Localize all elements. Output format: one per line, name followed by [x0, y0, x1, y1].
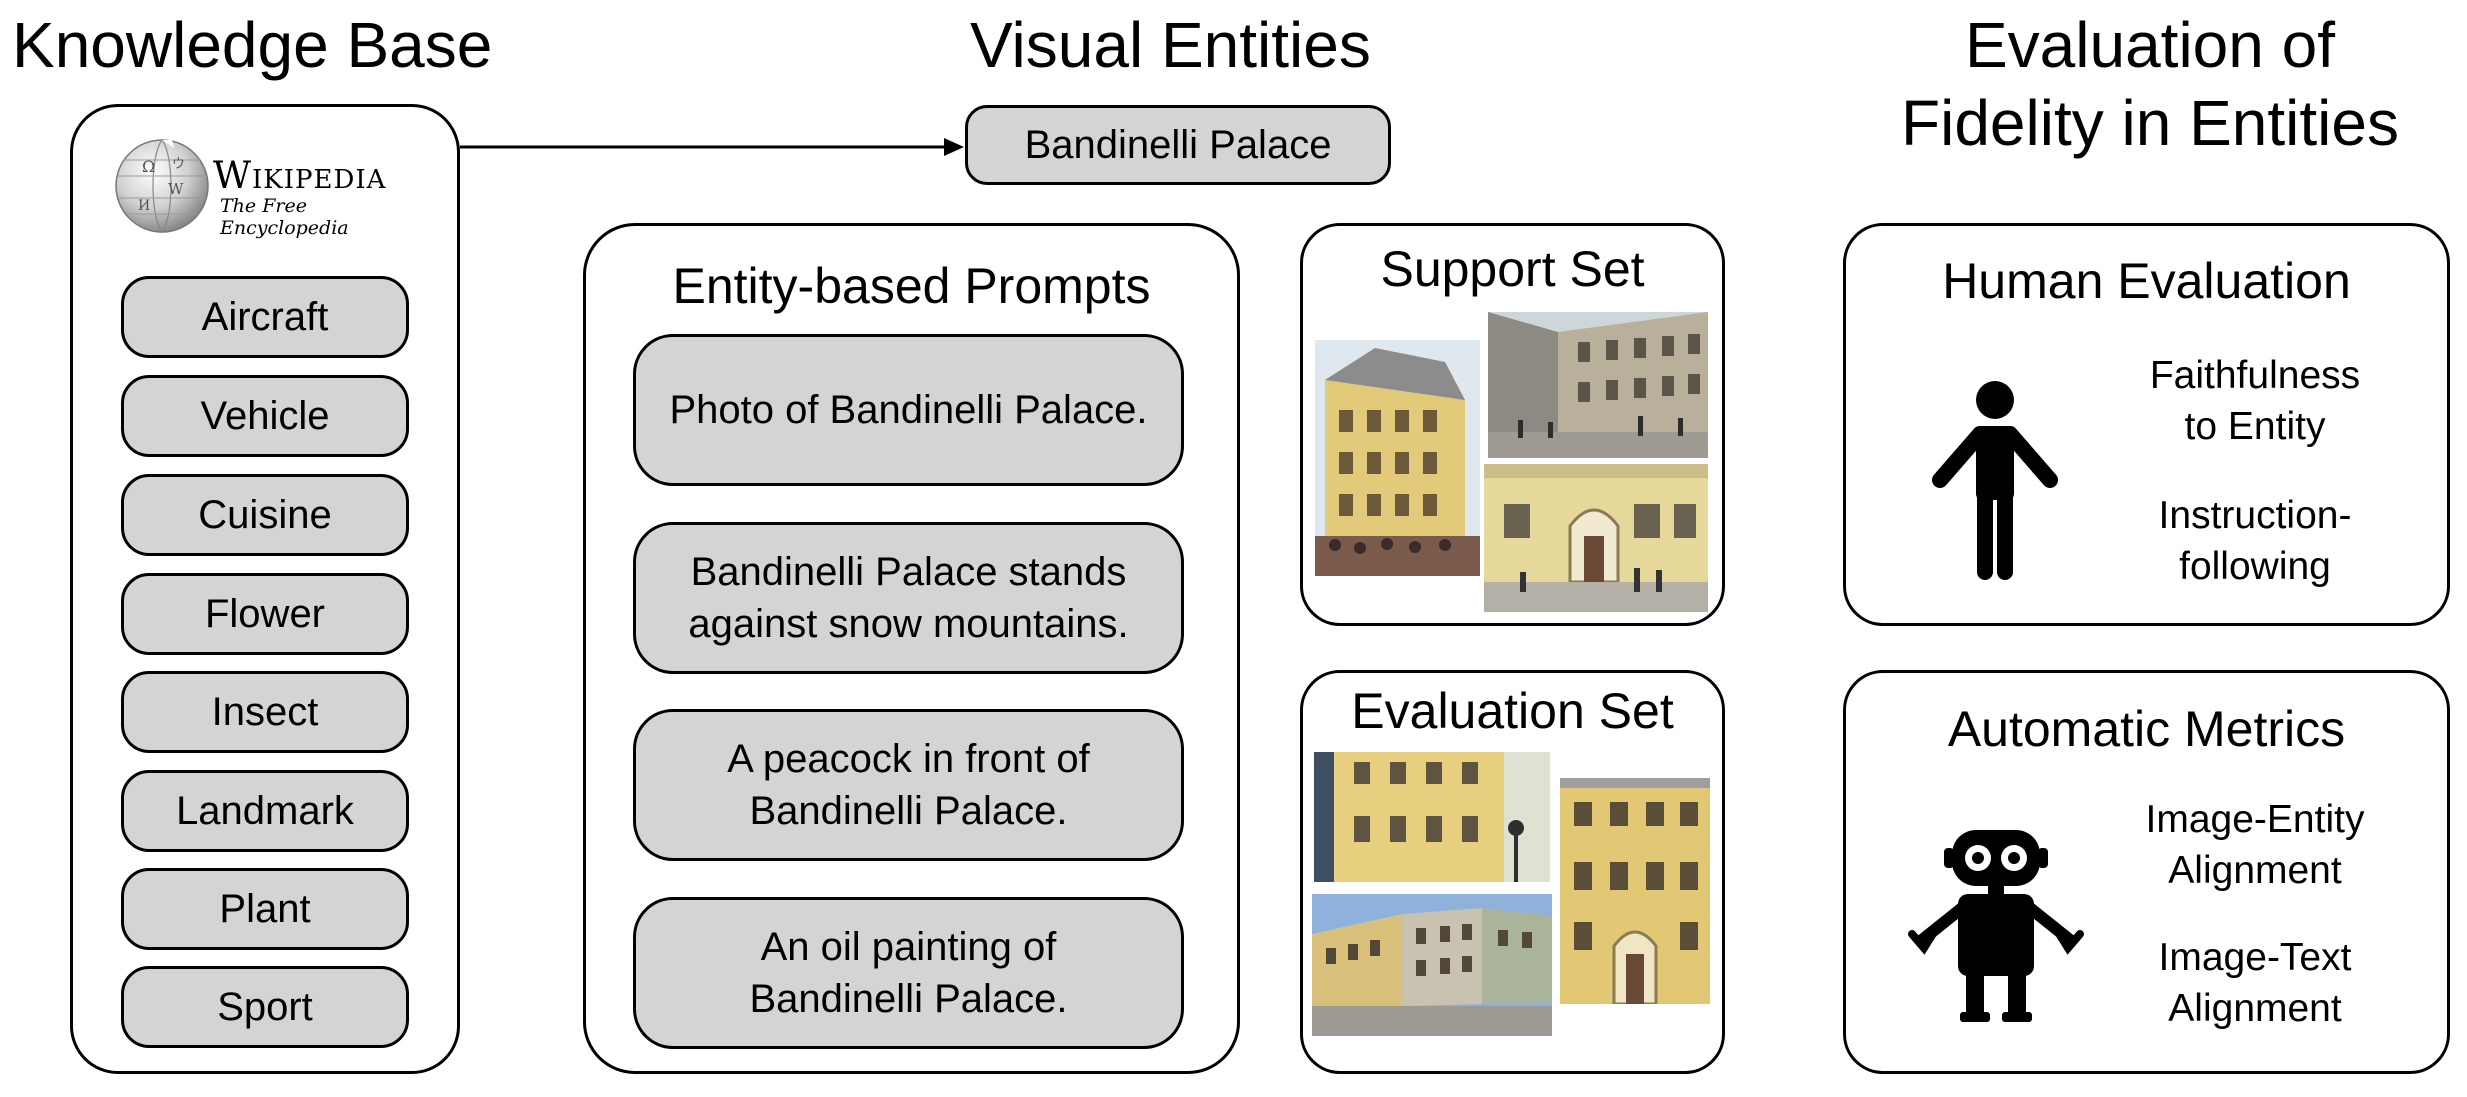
- evaluation-photo-3: [1312, 894, 1552, 1036]
- human-criterion-instruction: Instruction- following: [2158, 494, 2352, 588]
- support-set-title: Support Set: [1380, 241, 1645, 297]
- wikipedia-globe-icon: Ω W И ウ: [112, 136, 212, 236]
- support-photo-2: [1488, 312, 1708, 458]
- evaluation-set-title: Evaluation Set: [1351, 683, 1674, 739]
- evaluation-heading-line1: Evaluation of: [1964, 9, 2336, 81]
- category-pill: Insect: [121, 671, 409, 753]
- prompt-item: Bandinelli Palace stands against snow mo…: [633, 522, 1184, 674]
- category-pill: Cuisine: [121, 474, 409, 556]
- category-pill: Plant: [121, 868, 409, 950]
- prompts-title: Entity-based Prompts: [672, 258, 1151, 314]
- human-evaluation-title: Human Evaluation: [1942, 253, 2351, 309]
- category-pill: Flower: [121, 573, 409, 655]
- metric-image-text: Image-Text Alignment: [2158, 936, 2352, 1030]
- automatic-metrics-title: Automatic Metrics: [1947, 701, 2346, 757]
- wikipedia-wordmark: Wikipedia: [213, 154, 387, 197]
- prompt-item: A peacock in front of Bandinelli Palace.: [633, 709, 1184, 861]
- visual-entities-heading: Visual Entities: [970, 9, 1371, 81]
- human-criterion-faithfulness: Faithfulness to Entity: [2149, 354, 2361, 448]
- category-pill: Sport: [121, 966, 409, 1048]
- category-pill: Landmark: [121, 770, 409, 852]
- support-photo-3: [1484, 464, 1708, 612]
- category-pill: Vehicle: [121, 375, 409, 457]
- automatic-metrics-panel: [1843, 670, 2450, 1074]
- person-icon: [1930, 380, 2060, 580]
- knowledge-base-heading: Knowledge Base: [12, 9, 493, 81]
- robot-icon: [1908, 828, 2084, 1024]
- evaluation-photo-1: [1314, 752, 1550, 882]
- support-photo-1: [1315, 340, 1480, 576]
- prompt-item: Photo of Bandinelli Palace.: [633, 334, 1184, 486]
- human-evaluation-panel: [1843, 223, 2450, 626]
- prompt-item: An oil painting of Bandinelli Palace.: [633, 897, 1184, 1049]
- metric-image-entity: Image-Entity Alignment: [2145, 798, 2365, 892]
- entity-pill: Bandinelli Palace: [965, 105, 1391, 185]
- evaluation-heading: Evaluation of Fidelity in Entities: [1810, 6, 2467, 162]
- evaluation-photo-2: [1560, 778, 1710, 1004]
- wikipedia-tagline: The Free Encyclopedia: [220, 195, 349, 239]
- category-pill: Aircraft: [121, 276, 409, 358]
- evaluation-heading-line2: Fidelity in Entities: [1901, 87, 2399, 159]
- svg-text:ウ: ウ: [172, 157, 185, 172]
- svg-text:W: W: [168, 180, 184, 198]
- svg-text:И: И: [138, 198, 150, 214]
- svg-text:Ω: Ω: [142, 157, 155, 176]
